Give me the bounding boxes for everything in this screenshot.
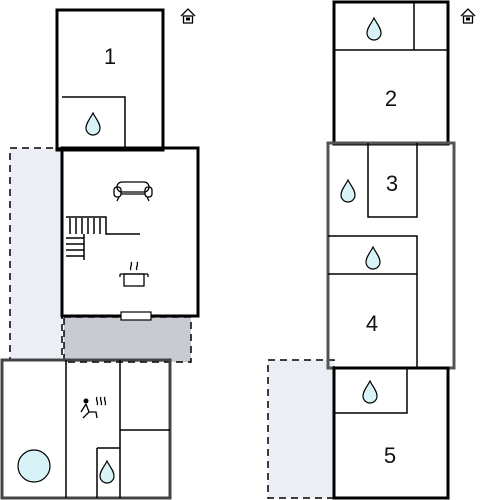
water-drop-icon: [362, 380, 378, 404]
water-drop-icon: [99, 460, 115, 484]
outdoor-area-left: [9, 147, 63, 361]
room-3: [367, 143, 418, 218]
terrace: [63, 316, 192, 363]
cooking-pot-icon: [119, 261, 149, 287]
room-3-label: 3: [386, 171, 398, 196]
bathroom-2: [334, 2, 448, 51]
bathroom-5: [334, 368, 408, 414]
house-icon: [180, 8, 196, 24]
outdoor-area-right: [267, 359, 335, 499]
room-4-label: 4: [366, 311, 378, 336]
water-drop-icon: [85, 112, 101, 136]
house-icon: [460, 8, 476, 24]
hot-tub-icon: [17, 449, 51, 483]
room-1-label: 1: [104, 44, 116, 69]
room-2: [332, 0, 450, 146]
room-2-label: 2: [385, 86, 397, 111]
sofa-icon: [113, 181, 153, 202]
room-5: [332, 366, 450, 500]
water-drop-icon: [365, 246, 381, 270]
bathroom-1: [62, 96, 126, 148]
room-5-label: 5: [384, 443, 396, 468]
left-building: [0, 8, 200, 500]
sauna-icon: [80, 396, 107, 419]
room-1: [55, 8, 165, 152]
right-building: [267, 0, 456, 500]
water-drop-icon: [340, 179, 356, 203]
sauna-block: [0, 358, 172, 500]
water-drop-icon: [366, 17, 382, 41]
staircase-icon: [66, 216, 140, 260]
door: [120, 311, 152, 321]
